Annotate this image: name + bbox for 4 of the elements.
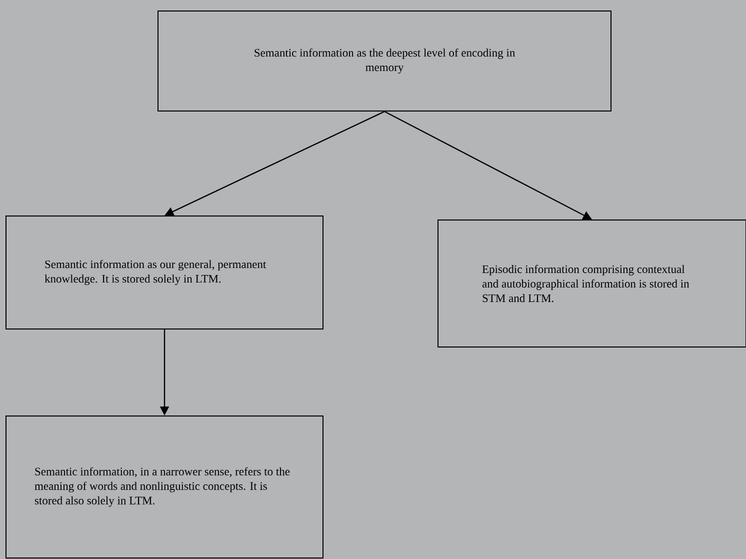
- text-box: Semantic information, in a narrower sense, refers to the meaning of words and nonlinguistic concepts. It is stored also solely in LTM.: [6, 416, 324, 558]
- text-box: Semantic information as our general, permanent knowledge. It is stored solely in LTM.: [6, 216, 324, 330]
- text-box: Episodic information comprising contextual and autobiographical information is stored in STM and LTM.: [438, 220, 746, 348]
- text-box: Semantic information as the deepest level of encoding in memory: [158, 10, 612, 112]
